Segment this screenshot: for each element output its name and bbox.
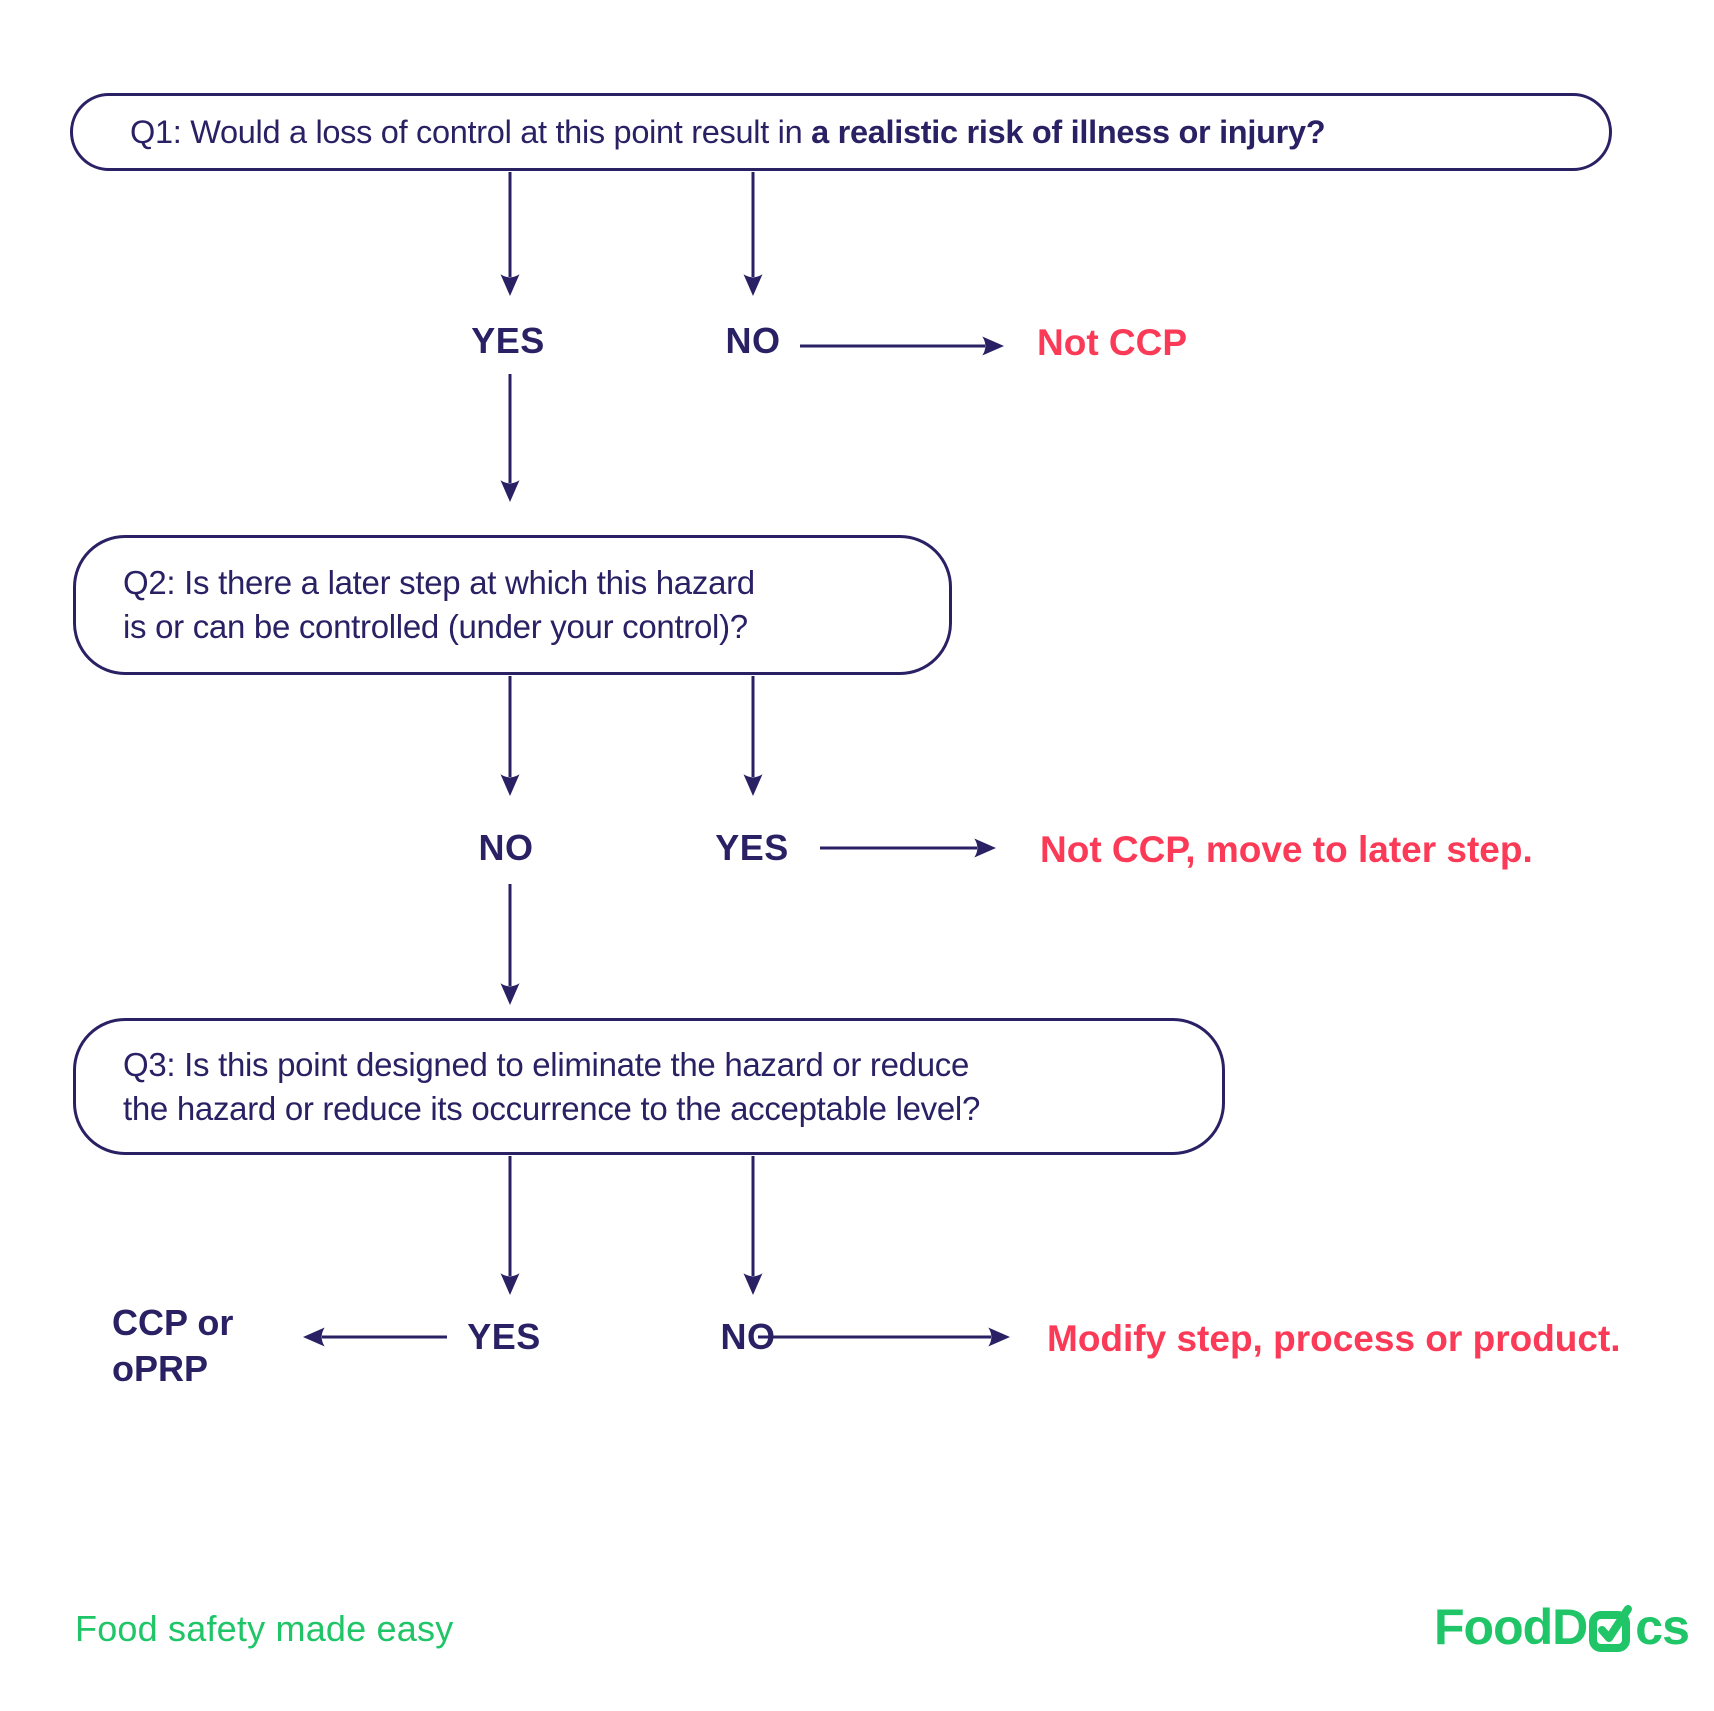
- label-yes-row1: YES: [471, 320, 545, 361]
- outcome-not-ccp: Not CCP: [1037, 322, 1188, 363]
- fooddocs-logo: FoodD cs: [1434, 1598, 1690, 1656]
- result-ccp-line2: oPRP: [112, 1348, 209, 1389]
- result-ccp-oprp: CCP or oPRP: [112, 1300, 233, 1392]
- q1-text-regular: Q1: Would a loss of control at this poin…: [130, 114, 812, 150]
- label-no-row2: NO: [478, 827, 534, 868]
- result-ccp-line1: CCP or: [112, 1302, 234, 1343]
- logo-text-part1: FoodD: [1434, 1599, 1588, 1655]
- outcome-modify-step: Modify step, process or product.: [1047, 1318, 1621, 1359]
- q1-text-bold: a realistic risk of illness or injury?: [811, 114, 1326, 150]
- question-box-q2: Q2: Is there a later step at which this …: [73, 535, 952, 675]
- label-no-row3: NO: [720, 1316, 776, 1357]
- question-box-q1: Q1: Would a loss of control at this poin…: [70, 93, 1612, 171]
- label-yes-row2: YES: [715, 827, 789, 868]
- question-box-q3: Q3: Is this point designed to eliminate …: [73, 1018, 1225, 1155]
- outcome-not-ccp-later-step: Not CCP, move to later step.: [1040, 829, 1533, 870]
- q3-text-line1: Q3: Is this point designed to eliminate …: [123, 1045, 970, 1083]
- q3-text-line2: the hazard or reduce its occurrence to t…: [123, 1089, 981, 1127]
- label-no-row1: NO: [725, 320, 781, 361]
- tagline: Food safety made easy: [75, 1608, 454, 1649]
- logo-text-part2: cs: [1635, 1599, 1690, 1655]
- q2-text-line1: Q2: Is there a later step at which this …: [123, 564, 755, 601]
- q2-text-line2: is or can be controlled (under your cont…: [123, 608, 748, 645]
- label-yes-row3: YES: [467, 1316, 541, 1357]
- q1-text: Q1: Would a loss of control at this poin…: [130, 110, 1609, 154]
- logo-checkbox-icon: [1589, 1605, 1633, 1652]
